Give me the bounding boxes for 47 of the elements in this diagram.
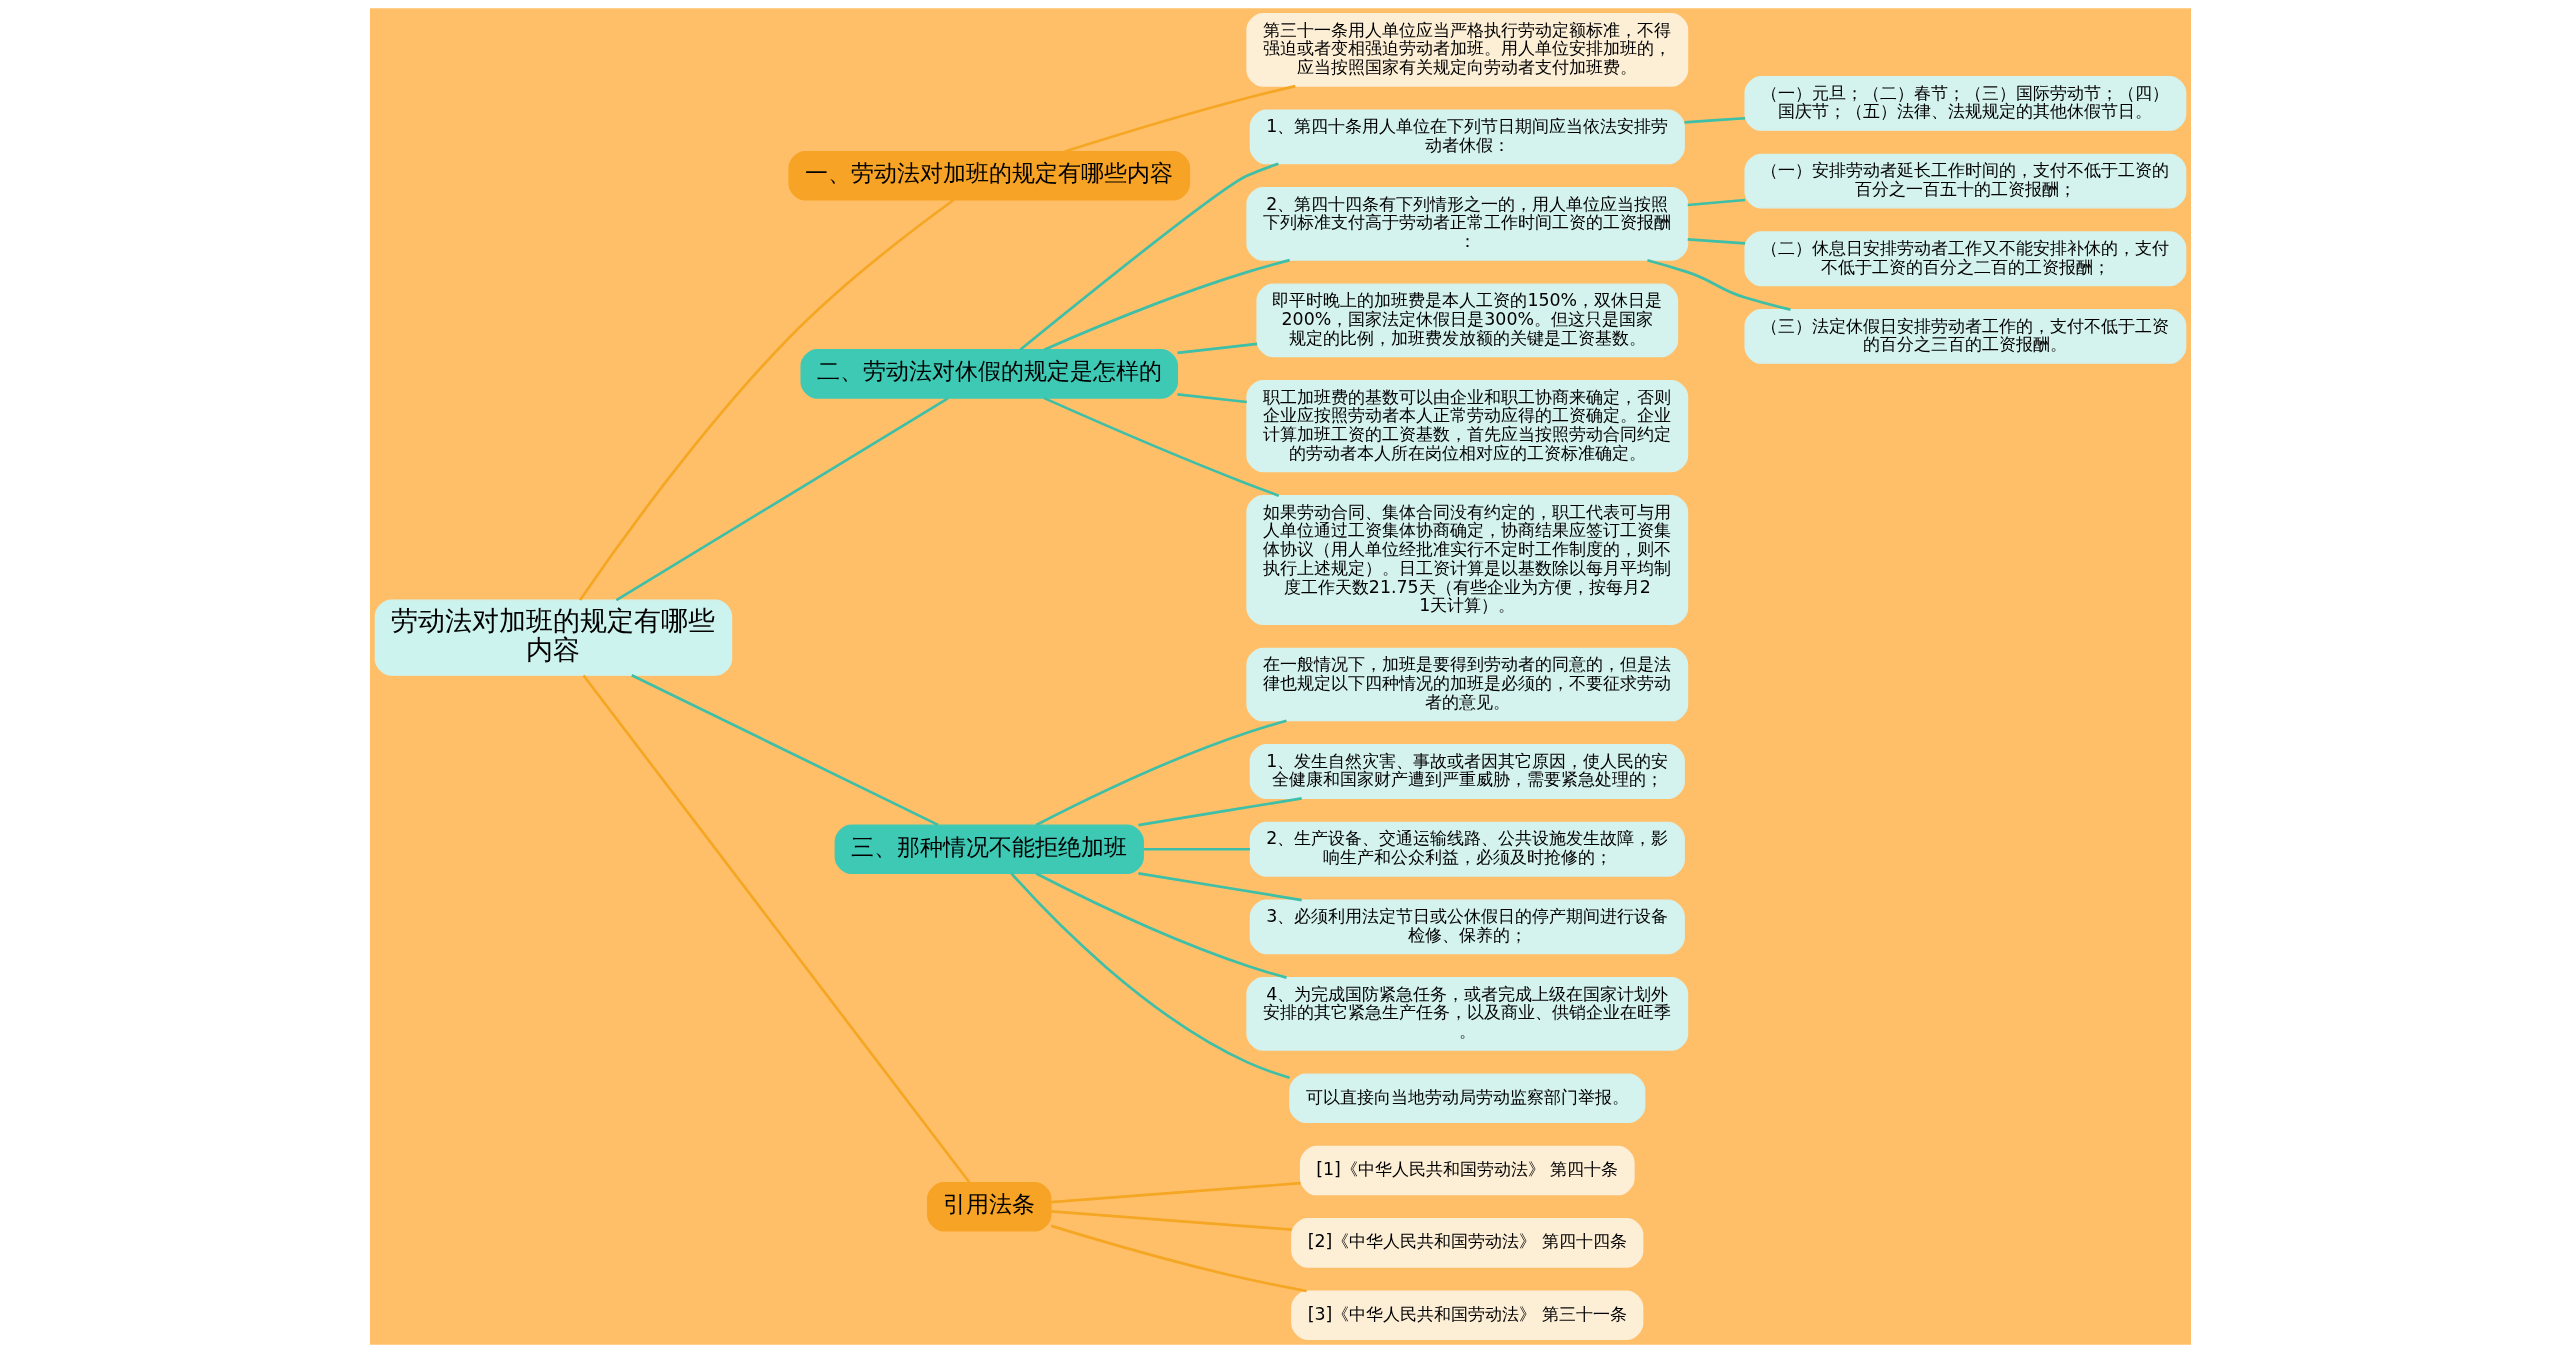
node-box: （一）安排劳动者延长工作时间的，支付不低于工资的百分之一百五十的工资报酬； <box>1743 153 2186 209</box>
connector <box>1176 393 1247 404</box>
node-box: 2、第四十四条有下列情形之一的，用人单位应当按照下列标准支付高于劳动者正常工作时间工资的工资报酬： <box>1245 187 1688 261</box>
connector <box>1143 847 1250 851</box>
node-box: 3、必须利用法定节日或公休假日的停产期间进行设备检修、保养的； <box>1249 899 1685 955</box>
connector <box>1646 258 1791 311</box>
connector <box>1050 1210 1292 1231</box>
node-box: [1]《中华人民共和国劳动法》 第四十条 <box>1299 1145 1635 1196</box>
connector <box>581 674 970 1184</box>
node-box: （一）元旦；（二）春节；（三）国际劳动节；（四）国庆节；（五）法律、法规规定的其他休假节日。 <box>1743 75 2186 131</box>
node-box: 如果劳动合同、集体合同没有约定的，职工代表可与用人单位通过工资集体协商确定，协商结果应签订工资集体协议（用人单位经批准实行不定时工作制度的，则不执行上述规定）。日工资计算是以基数除以每月平均制度工作天数21.75天（有些企业为方便，按每月21天计算）。 <box>1245 495 1688 625</box>
node-box: 4、为完成国防紧急任务，或者完成上级在国家计划外安排的其它紧急生产任务，以及商业、供销企业在旺季。 <box>1245 977 1688 1051</box>
connector <box>1043 258 1290 351</box>
connector <box>578 198 954 601</box>
node-box: 在一般情况下，加班是要得到劳动者的同意的，但是法律也规定以下四种情况的加班是必须的，不要征求劳动者的意见。 <box>1245 647 1688 722</box>
connector <box>1035 872 1287 979</box>
connector <box>1050 1224 1307 1293</box>
node-box: 可以直接向当地劳动局劳动监察部门举报。 <box>1288 1073 1645 1124</box>
connector <box>630 674 939 827</box>
node-box: 引用法条 <box>926 1181 1052 1232</box>
node-box: 职工加班费的基数可以由企业和职工协商来确定，否则企业应按照劳动者本人正常劳动应得的工资确定。企业计算加班工资的工资基数，首先应当按照劳动合同约定的劳动者本人所在岗位相对应的工资标准确定。 <box>1245 379 1688 473</box>
node-box: 第三十一条用人单位应当严格执行劳动定额标准，不得强迫或者变相强迫劳动者加班。用人单位安排加班的，应当按照国家有关规定向劳动者支付加班费。 <box>1245 13 1688 87</box>
connector <box>1018 162 1279 351</box>
node-box: （三）法定休假日安排劳动者工作的，支付不低于工资的百分之三百的工资报酬。 <box>1743 308 2186 364</box>
node-box: [2]《中华人民共和国劳动法》 第四十四条 <box>1290 1218 1643 1268</box>
node-box: 二、劳动法对休假的规定是怎样的 <box>800 349 1178 399</box>
node-box: 一、劳动法对加班的规定有哪些内容 <box>787 150 1190 201</box>
connector <box>1687 238 1745 245</box>
connector <box>1035 719 1287 827</box>
node-box: 劳动法对加班的规定有哪些内容 <box>374 599 732 676</box>
connector <box>1063 84 1296 153</box>
node-box: 即平时晚上的加班费是本人工资的150%，双休日是200%，国家法定休假日是300%。但这只是国家规定的比例，加班费发放额的关键是工资基数。 <box>1255 283 1678 358</box>
connector <box>1137 797 1302 827</box>
connector <box>1050 1181 1301 1204</box>
connector <box>1687 198 1745 207</box>
node-box: （二）休息日安排劳动者工作又不能安排补休的，支付不低于工资的百分之二百的工资报酬； <box>1743 231 2186 287</box>
node-box: 2、生产设备、交通运输线路、公共设施发生故障，影响生产和公众利益，必须及时抢修的； <box>1249 821 1685 877</box>
connector <box>1137 872 1302 902</box>
connector <box>1683 116 1745 124</box>
node-box: 1、第四十条用人单位在下列节日期间应当依法安排劳动者休假： <box>1249 109 1685 165</box>
connector <box>615 397 949 602</box>
connector <box>1043 396 1279 497</box>
node-box: [3]《中华人民共和国劳动法》 第三十一条 <box>1290 1290 1643 1340</box>
connector <box>1176 342 1257 355</box>
node-box: 三、那种情况不能拒绝加班 <box>834 824 1144 874</box>
connector <box>1009 872 1290 1079</box>
node-box: 1、发生自然灾害、事故或者因其它原因，使人民的安全健康和国家财产遭到严重威胁，需要紧急处理的； <box>1249 744 1685 799</box>
